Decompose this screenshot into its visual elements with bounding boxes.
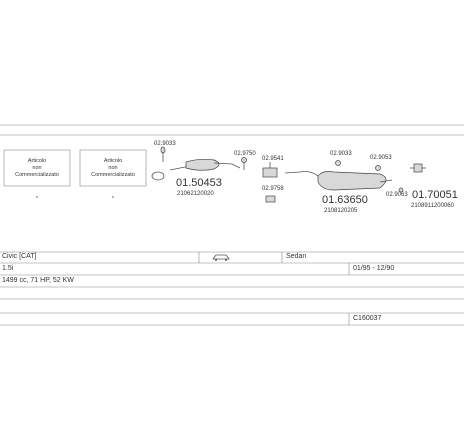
rear-silencer-body [317, 171, 387, 191]
clamp-label-c4: 02.9758 [262, 186, 284, 192]
clamp-c5-icon [335, 160, 341, 166]
clamp-label-c6: 02.9053 [370, 155, 392, 161]
clamp-label-c2: 02.9750 [234, 151, 256, 157]
clamp-label-c7: 02.9063 [386, 192, 408, 198]
clamp-label-c3: 02.9541 [262, 156, 284, 162]
kit-1-line1: Articolo [28, 158, 46, 164]
car-icon [212, 254, 230, 260]
rear-silencer-oe: 2108120205 [324, 208, 358, 214]
clamp-c7-icon [398, 187, 404, 193]
vehicle-body: Sedan [286, 253, 307, 260]
clamp-c3-icon [262, 167, 278, 178]
clamp-c4-icon [265, 195, 276, 203]
clamp-label-c1: 02.9033 [154, 141, 176, 147]
tail-pipe-icon [413, 163, 423, 173]
vehicle-engine: 1.5i [2, 265, 14, 272]
tail-oe: 2108911200060 [411, 203, 455, 209]
kit-1-line2: non [32, 165, 41, 171]
vehicle-date-range: 01/95 - 12/90 [353, 265, 395, 272]
kit-1-line3: Commercializzato [15, 172, 59, 178]
mid-pipe-line [284, 171, 319, 177]
clamp-label-c5: 02.9033 [330, 151, 352, 157]
front-pipe-number: 01.50453 [176, 177, 222, 189]
car-icon-wheel-1 [215, 259, 217, 261]
vehicle-spec: 1499 cc, 71 HP, 52 KW [2, 277, 74, 284]
car-icon-wheel-2 [225, 259, 227, 261]
rear-silencer-outlet [379, 179, 393, 183]
clamp-c1-icon [160, 146, 166, 154]
kit-2-line3: Commercializzato [91, 172, 135, 178]
kit-box-2 [79, 149, 147, 187]
front-pipe-tail [213, 162, 241, 169]
tail-number: 01.70051 [412, 189, 458, 201]
kit-2-line1: Articolo [104, 158, 122, 164]
rear-silencer-number: 01.63650 [322, 194, 368, 206]
front-pipe-oe: 21062120020 [177, 191, 214, 197]
vehicle-model: Civic [CAT] [2, 253, 37, 260]
kit-2-line2: non [108, 165, 117, 171]
kit-1-dot [36, 196, 38, 198]
gasket-c1 [151, 171, 165, 181]
clamp-c2-icon [241, 157, 247, 163]
front-pipe-resonator [185, 158, 220, 171]
kit-2-dot [112, 196, 114, 198]
kit-box-1 [3, 149, 71, 187]
clamp-c6-icon [375, 165, 381, 171]
vehicle-ref: C160037 [353, 315, 382, 322]
